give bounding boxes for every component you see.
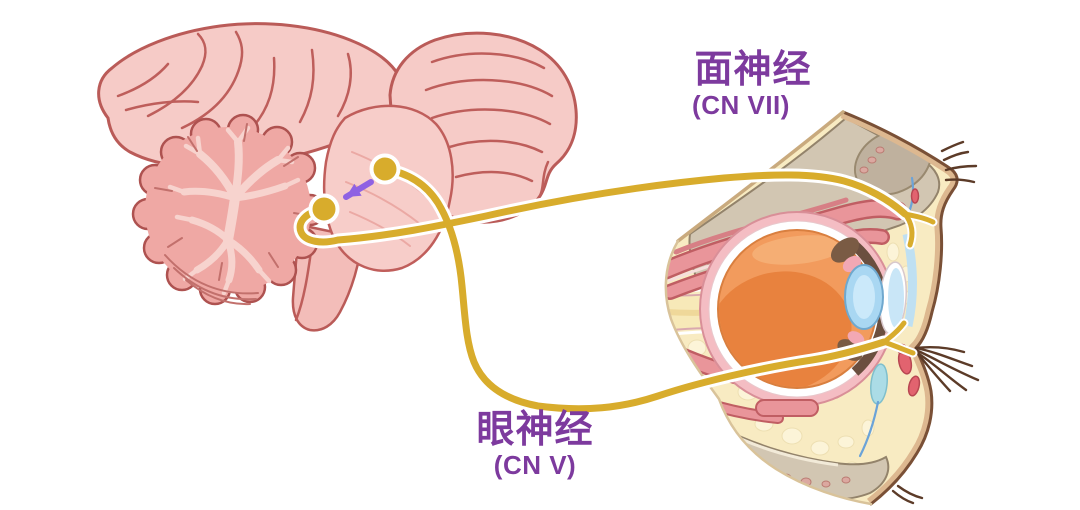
ophthalmic-nerve-cn-number: (CN V) (493, 450, 577, 480)
facial-nerve-cn-number: (CN VII) (692, 90, 790, 120)
ophthalmic-nerve-label: 眼神经 (CN V) (445, 409, 625, 479)
brainstem-nuclei (308, 153, 401, 225)
ciliary-body-upper (830, 237, 860, 263)
nerve-pathways (293, 162, 938, 416)
eyebrow-hairs (940, 140, 978, 184)
cerebellum (131, 113, 327, 306)
eye-cross-section (664, 110, 980, 506)
eyelashes (914, 346, 980, 393)
trigeminal-nucleus-dot (369, 153, 401, 185)
facial-nucleus-dot (308, 193, 340, 225)
facial-nerve-name: 面神经 (694, 49, 812, 91)
facial-nerve-label: 面神经 (CN VII) (663, 49, 843, 119)
ophthalmic-nerve-path (381, 165, 916, 413)
inferior-oblique (755, 399, 819, 417)
lower-lashes (891, 484, 924, 505)
ophthalmic-nerve-name: 眼神经 (476, 409, 594, 451)
reflex-arrow-icon (343, 179, 374, 200)
facial-nerve-path (296, 171, 936, 248)
brain-illustration (97, 22, 578, 332)
